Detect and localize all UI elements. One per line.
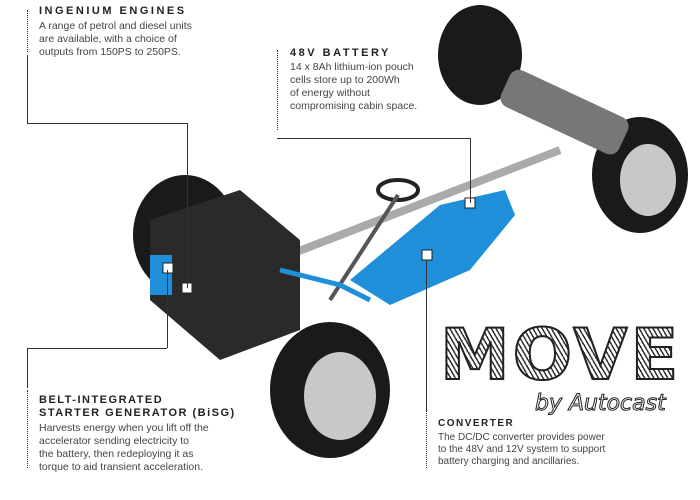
leader-battery-down (470, 138, 471, 203)
leader-engines-down (187, 123, 188, 288)
battery-pack (350, 190, 515, 305)
battery-title: 48V BATTERY (290, 47, 391, 59)
marker-bisg (162, 262, 174, 274)
engine (150, 190, 300, 360)
text-line: battery charging and ancillaries. (438, 456, 580, 467)
text-line: torque to aid transient acceleration. (39, 461, 204, 473)
callout-line-battery (277, 50, 278, 130)
battery-description: 14 x 8Ah lithium-ion pouch cells store u… (290, 61, 417, 113)
text-line: of energy without (290, 87, 370, 99)
text-line: the battery, then redeploying it as (39, 448, 194, 460)
hv-cable (279, 267, 372, 303)
text-line: outputs from 150PS to 250PS. (39, 46, 181, 58)
watermark-autocast: by Autocast (535, 391, 667, 416)
leader-engines-v (27, 55, 28, 123)
steering-wheel (376, 178, 420, 202)
converter-title: CONVERTER (438, 418, 515, 429)
leader-battery (277, 138, 470, 139)
watermark-move: MOVE (439, 314, 682, 396)
leader-bisg (27, 348, 167, 349)
engines-description: A range of petrol and diesel units are a… (39, 20, 192, 59)
text-line: cells store up to 200Wh (290, 74, 400, 86)
text-line: Harvests energy when you lift off the (39, 422, 209, 434)
title-line: BELT-INTEGRATED (39, 394, 164, 406)
text-line: are available, with a choice of (39, 33, 177, 45)
bisg-unit (150, 255, 172, 295)
text-line: compromising cabin space. (290, 100, 418, 112)
text-line: to the 48V and 12V system to support (438, 444, 606, 455)
rear-axle (500, 69, 629, 155)
callout-line-converter (426, 410, 427, 468)
leader-bisg-up (167, 270, 168, 348)
callout-line-bisg (27, 390, 28, 468)
text-line: 14 x 8Ah lithium-ion pouch (290, 61, 414, 73)
text-line: The DC/DC converter provides power (438, 432, 605, 443)
prop-shaft (248, 146, 562, 274)
bisg-title: BELT-INTEGRATED STARTER GENERATOR (BiSG) (39, 394, 236, 420)
title-line: STARTER GENERATOR (BiSG) (39, 407, 236, 419)
converter-description: The DC/DC converter provides power to th… (438, 432, 605, 468)
leader-engines (27, 123, 187, 124)
leader-converter (426, 260, 427, 410)
engines-title: INGENIUM ENGINES (39, 5, 187, 17)
leader-bisg-v (27, 348, 28, 388)
text-line: accelerator sending electricity to (39, 435, 189, 447)
marker-converter (421, 249, 433, 261)
text-line: A range of petrol and diesel units (39, 20, 192, 32)
callout-line-engines (27, 10, 28, 52)
bisg-description: Harvests energy when you lift off the ac… (39, 422, 209, 474)
rear-left-wheel (438, 5, 522, 105)
